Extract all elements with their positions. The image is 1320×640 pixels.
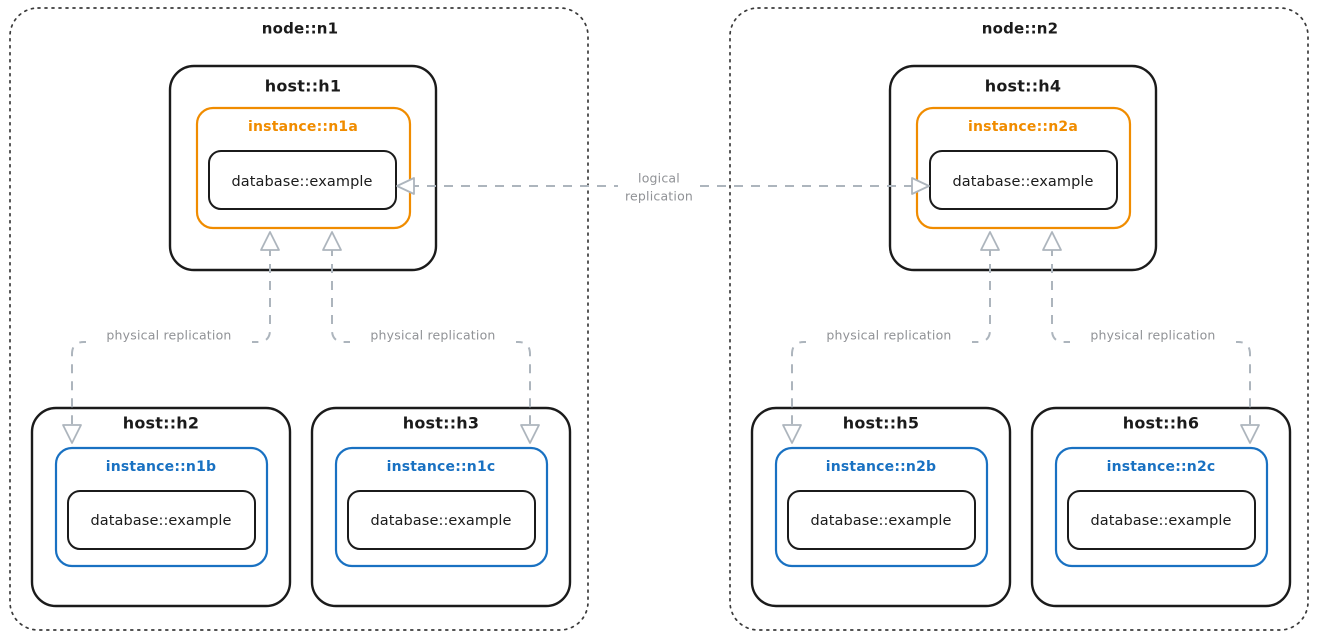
database-boundary-n1c[interactable] bbox=[347, 490, 536, 550]
node-boundary-n2[interactable] bbox=[729, 7, 1309, 631]
node-boundary-n1[interactable] bbox=[9, 7, 589, 631]
node-group-n2[interactable]: node::n2 host::h4 instance::n2a database… bbox=[729, 7, 1309, 631]
node-label-n2: node::n2 bbox=[982, 20, 1059, 38]
database-boundary-n1b[interactable] bbox=[67, 490, 256, 550]
database-boundary-n2c[interactable] bbox=[1067, 490, 1256, 550]
edge-logical-replication[interactable]: logical replication bbox=[396, 171, 930, 204]
instance-label-n1b: instance::n1b bbox=[106, 459, 217, 475]
host-label-h3: host::h3 bbox=[403, 414, 479, 433]
edge-physical-h4-h5[interactable]: physical replication bbox=[782, 247, 991, 444]
host-group-h6[interactable]: host::h6 instance::n2c database::example bbox=[1030, 406, 1292, 608]
primary-inbound-arrowheads-n2 bbox=[980, 231, 1062, 251]
database-label-n2c: database::example bbox=[1090, 513, 1231, 529]
edge-physical-h4-h6-arrowhead bbox=[1240, 424, 1260, 444]
instance-label-n1c: instance::n1c bbox=[387, 459, 496, 475]
host-label-h2: host::h2 bbox=[123, 414, 199, 433]
edge-logical-label-line2: replication bbox=[625, 189, 693, 204]
database-label-n1a: database::example bbox=[231, 174, 372, 190]
edge-physical-h4-h5-label: physical replication bbox=[826, 328, 951, 343]
database-label-n1b: database::example bbox=[90, 513, 231, 529]
edge-physical-h1-h3-arrowhead bbox=[520, 424, 540, 444]
edge-physical-h4-h6[interactable]: physical replication bbox=[1051, 247, 1260, 444]
host-group-h3[interactable]: host::h3 instance::n1c database::example bbox=[310, 406, 572, 608]
edge-logical-arrowhead-right bbox=[911, 177, 930, 195]
edge-physical-h1-h3-label-bg bbox=[350, 326, 516, 343]
host-group-h5[interactable]: host::h5 instance::n2b database::example bbox=[750, 406, 1012, 608]
database-boundary-n2a[interactable] bbox=[929, 150, 1118, 210]
instance-label-n2a: instance::n2a bbox=[968, 119, 1078, 135]
edge-physical-h1-h2-label-bg bbox=[86, 326, 252, 343]
instance-label-n1a: instance::n1a bbox=[248, 119, 358, 135]
host-label-h5: host::h5 bbox=[843, 414, 919, 433]
arrowhead-up-h1-left bbox=[260, 231, 280, 251]
host-label-h6: host::h6 bbox=[1123, 414, 1199, 433]
host-label-h4: host::h4 bbox=[985, 77, 1061, 96]
database-label-n2b: database::example bbox=[810, 513, 951, 529]
arrowhead-up-h4-left bbox=[980, 231, 1000, 251]
edge-physical-h4-h5-arrowhead bbox=[782, 424, 802, 444]
node-label-n1: node::n1 bbox=[262, 20, 339, 38]
edge-physical-h4-h6-label: physical replication bbox=[1090, 328, 1215, 343]
arrowhead-up-h1-right bbox=[322, 231, 342, 251]
edge-physical-h4-h6-label-bg bbox=[1070, 326, 1236, 343]
host-group-h1[interactable]: host::h1 instance::n1a database::example bbox=[168, 64, 438, 272]
node-group-n1[interactable]: node::n1 host::h1 instance::n1a database… bbox=[9, 7, 589, 631]
edge-physical-h1-h2-label: physical replication bbox=[106, 328, 231, 343]
edge-logical-label-line1: logical bbox=[638, 171, 680, 186]
instance-label-n2c: instance::n2c bbox=[1107, 459, 1216, 475]
edge-physical-h1-h2-arrowhead bbox=[62, 424, 82, 444]
database-label-n1c: database::example bbox=[370, 513, 511, 529]
database-label-n2a: database::example bbox=[952, 174, 1093, 190]
host-label-h1: host::h1 bbox=[265, 77, 341, 96]
edge-physical-h1-h3[interactable]: physical replication bbox=[331, 247, 540, 444]
edge-logical-arrowhead-left bbox=[396, 177, 415, 195]
primary-inbound-arrowheads-n1 bbox=[260, 231, 342, 251]
instance-label-n2b: instance::n2b bbox=[826, 459, 937, 475]
database-boundary-n1a[interactable] bbox=[208, 150, 397, 210]
arrowhead-up-h4-right bbox=[1042, 231, 1062, 251]
database-boundary-n2b[interactable] bbox=[787, 490, 976, 550]
edge-physical-h4-h5-label-bg bbox=[806, 326, 972, 343]
edge-physical-h1-h2[interactable]: physical replication bbox=[62, 247, 271, 444]
edge-physical-h1-h3-label: physical replication bbox=[370, 328, 495, 343]
host-group-h2[interactable]: host::h2 instance::n1b database::example bbox=[30, 406, 292, 608]
host-group-h4[interactable]: host::h4 instance::n2a database::example bbox=[888, 64, 1158, 272]
